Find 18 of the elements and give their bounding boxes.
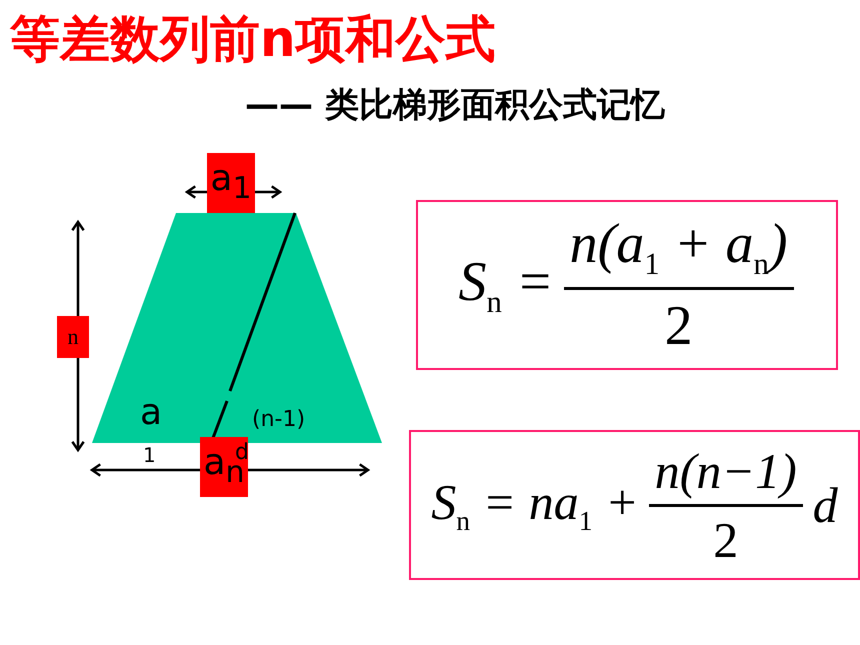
- formula-term: d: [812, 476, 839, 534]
- trapezoid-shape: [92, 213, 382, 443]
- formula-box: [416, 200, 838, 370]
- formula-term: S$_{n}$ = na$_{1}$ +: [430, 473, 640, 537]
- label-tag: n: [57, 316, 89, 358]
- fraction-numerator: n(n−1): [648, 442, 803, 506]
- formula-term: S$_{n}$ =: [457, 250, 555, 320]
- trapezoid-label: a: [140, 395, 162, 431]
- title: 等差数列前n项和公式: [10, 9, 496, 70]
- fraction-denominator: 2: [712, 510, 740, 568]
- trapezoid-label: d: [235, 442, 249, 464]
- fraction-numerator: n(a$_{1}$ + a$_{n}$): [564, 212, 794, 290]
- trapezoid-label: 1: [143, 445, 156, 465]
- label-tag: a$_{1}$: [207, 153, 255, 213]
- subtitle: —— 类比梯形面积公式记忆: [245, 84, 665, 127]
- trapezoid-label: (n-1): [252, 409, 306, 431]
- fraction-denominator: 2: [664, 294, 694, 358]
- formula-box: [409, 430, 860, 580]
